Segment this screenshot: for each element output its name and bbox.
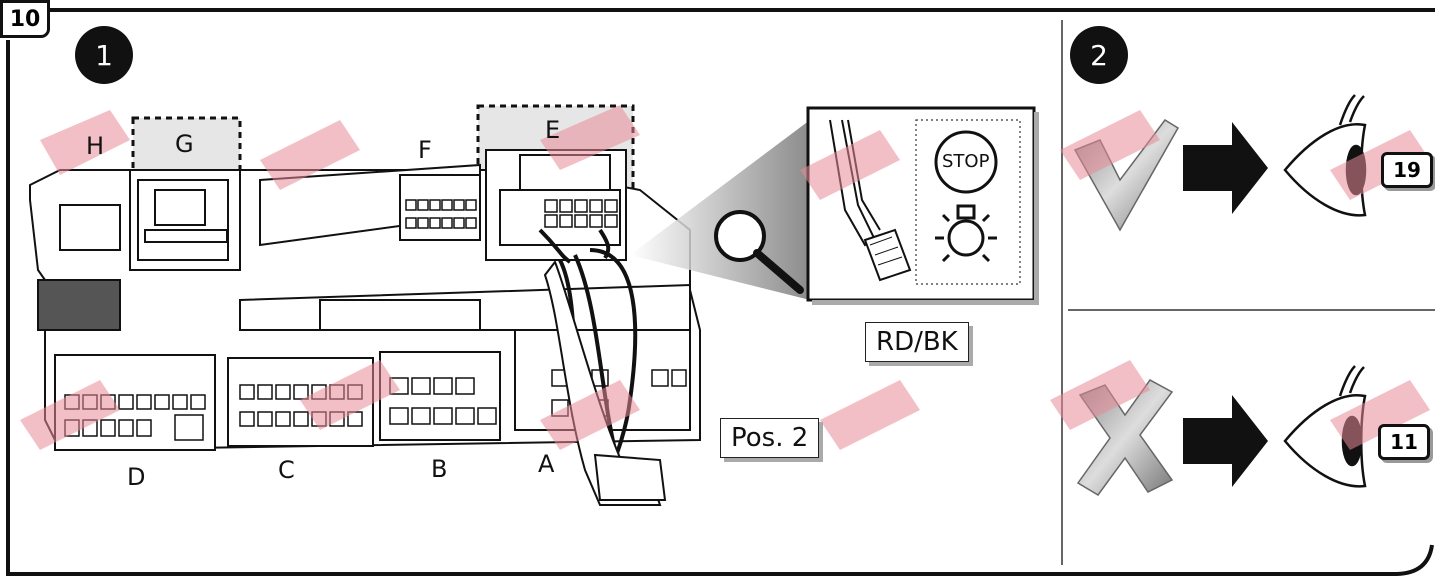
connector-label-e: E [545, 116, 561, 144]
arrow-right-icon-ok [1183, 122, 1268, 214]
stop-icon [934, 130, 998, 194]
step-number-badge: 10 [0, 0, 50, 38]
wire-end [593, 453, 667, 501]
wire-color-label: RD/BK [865, 322, 969, 362]
frame-border [6, 40, 1434, 576]
fail-reference-badge: 11 [1378, 424, 1430, 460]
ok-reference-badge: 19 [1381, 152, 1433, 188]
panel1-number: 1 [75, 26, 133, 84]
connector-label-f: F [418, 136, 432, 164]
connector-b [379, 351, 501, 441]
brake-light-icon [935, 204, 997, 263]
connector-label-b: B [431, 455, 448, 483]
stop-label: STOP [942, 151, 990, 172]
position-label: Pos. 2 [720, 418, 820, 458]
connector-label-a: A [538, 450, 555, 478]
connector-label-c: C [278, 456, 295, 484]
connector-label-h: H [86, 132, 105, 160]
inset-dotted-area [915, 119, 1021, 285]
connector-label-g: G [175, 130, 194, 158]
connector-label-d: D [127, 463, 146, 491]
panel2-number: 2 [1070, 26, 1128, 84]
arrow-right-icon-fail [1183, 395, 1268, 487]
watermark-logos [20, 105, 1430, 450]
wire-tape [543, 259, 662, 506]
magnifier-icon [714, 210, 804, 294]
